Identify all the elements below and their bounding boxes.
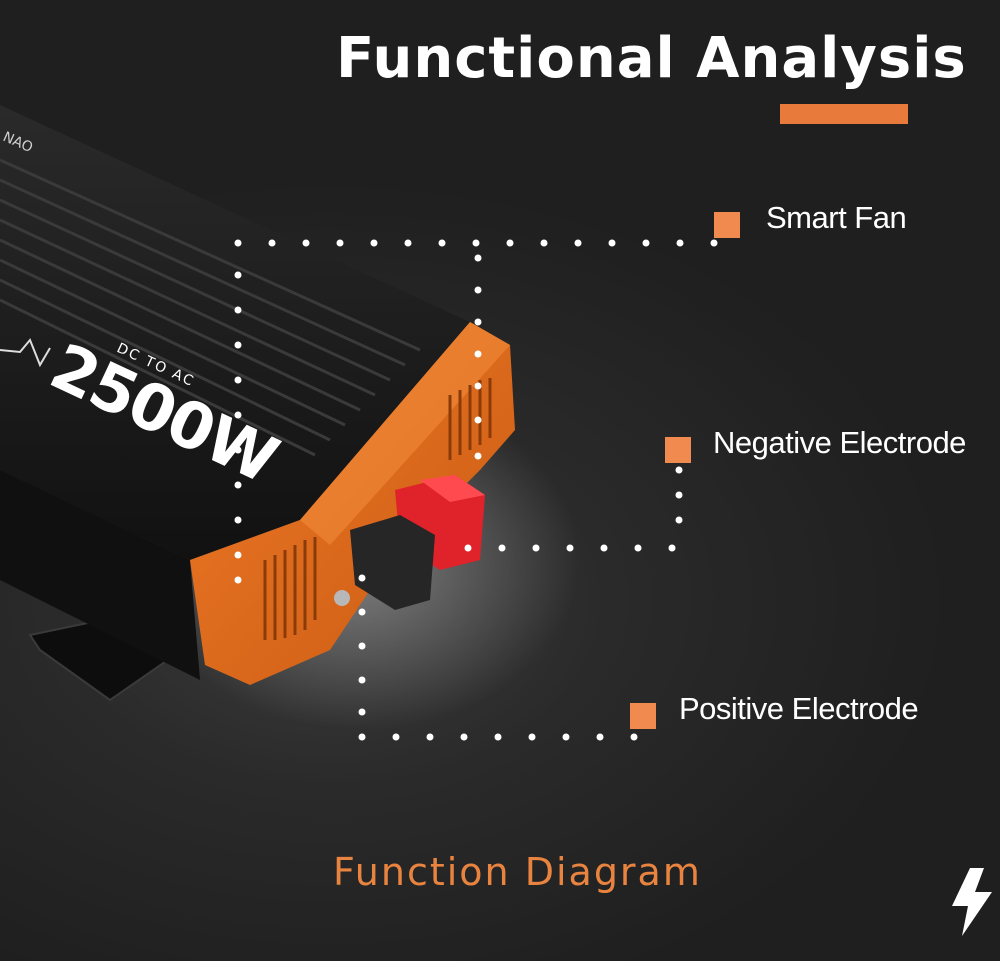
page-title: Functional Analysis: [336, 26, 967, 91]
end-cap-vents: [263, 378, 492, 640]
terminal-bolt: [334, 590, 350, 606]
smart-fan-label: Smart Fan: [766, 200, 907, 235]
positive-electrode-label: Positive Electrode: [679, 691, 919, 726]
negative-electrode-label: Negative Electrode: [713, 425, 966, 460]
leader-lines: [234, 239, 718, 741]
negative-electrode-leader: [464, 466, 683, 552]
title-underline-bar: [780, 104, 908, 124]
lightning-bolt-icon: [952, 868, 992, 936]
footer-caption: Function Diagram: [333, 850, 702, 894]
black-terminal: [350, 515, 435, 610]
heat-sink-fins: [0, 158, 421, 457]
smart-fan-marker: [714, 212, 740, 238]
inverter-side: [0, 470, 200, 680]
smart-fan-leader: [234, 239, 718, 584]
sine-wave-icon: [0, 338, 51, 368]
negative-electrode-marker: [665, 437, 691, 463]
end-cap-highlight: [300, 322, 510, 545]
red-terminal-top: [420, 475, 485, 502]
positive-electrode-marker: [630, 703, 656, 729]
positive-electrode-leader: [358, 574, 638, 741]
